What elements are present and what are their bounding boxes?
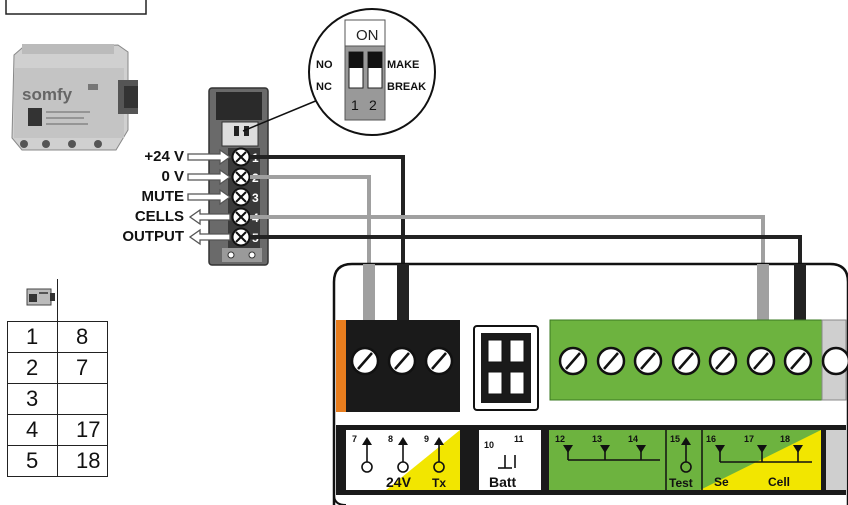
dip-switch-number: 2 [369,97,377,113]
dip-no-label: NO [316,59,333,71]
output-arrows [188,208,231,246]
signal-label-mute: MUTE [141,188,185,205]
sensor-screws [231,147,251,247]
wire-entry [397,264,409,320]
callout-line [242,99,319,132]
table-row: 4 17 [7,413,108,446]
black-connector [336,320,460,412]
board-terminal-cell: 7 [57,351,108,384]
battery-connector [473,325,539,411]
board-terminal-number: 17 [744,434,754,444]
group-label-test: Test [669,476,693,490]
group-label-batt: Batt [489,474,517,490]
dip-make-label: MAKE [387,59,419,71]
board-column-header [57,279,108,321]
dip-switch-callout [308,8,436,136]
board-terminal-number: 8 [388,434,393,444]
signal-label-output: OUTPUT [122,228,184,245]
board-terminal-number: 14 [628,434,638,444]
terminal-number: 3 [252,191,259,205]
wire-entry [363,264,375,320]
board-terminal-number: 15 [670,434,680,444]
signal-label-24v: +24 V [144,148,184,165]
somfy-detector: somfy [11,44,138,151]
board-terminal-number: 7 [352,434,357,444]
board-terminal-number: 10 [484,440,494,450]
sensor-terminal-cell: 4 [7,413,58,446]
wires [250,155,802,264]
board-terminal-number: 9 [424,434,429,444]
board-terminal-cell: 18 [57,444,108,477]
table-row: 2 7 [7,351,108,384]
sensor-terminal-cell: 5 [7,444,58,477]
sensor-column-header [8,279,58,321]
green-connector [549,319,848,401]
terminal-label-strip [336,425,846,495]
input-arrows [187,148,232,206]
board-terminal-number: 13 [592,434,602,444]
group-label-tx: Tx [432,476,446,490]
sensor-terminal-cell: 3 [7,382,58,415]
terminal-mapping-table: 1 8 2 7 3 4 17 5 18 [7,279,108,477]
sensor-icon [26,288,55,306]
board-terminal-cell: 17 [57,413,108,446]
table-row: 5 18 [7,444,108,477]
board-terminal-number: 11 [514,434,524,444]
sensor-terminal-cell: 2 [7,351,58,384]
dip-switch-number: 1 [351,97,359,113]
wire-entry [757,264,769,320]
group-label-24v: 24V [386,474,412,490]
brand-logo: somfy [22,85,73,104]
dip-nc-label: NC [316,81,332,93]
signal-label-cells: CELLS [134,208,184,225]
board-terminal-number: 12 [555,434,565,444]
group-label-cell: Cell [768,475,790,489]
partial-frame [5,0,147,15]
board-terminal-number: 18 [780,434,790,444]
table-row: 3 [7,382,108,415]
board-terminal-cell: 8 [57,320,108,353]
board-terminal-cell [57,382,108,415]
dip-on-label: ON [356,27,379,44]
wire-entry [794,264,806,320]
board-terminal-number: 16 [706,434,716,444]
signal-label-0v: 0 V [161,168,184,185]
sensor-terminal-cell: 1 [7,320,58,353]
group-label-se: Se [714,475,729,489]
dip-break-label: BREAK [387,81,426,93]
table-row: 1 8 [7,320,108,353]
